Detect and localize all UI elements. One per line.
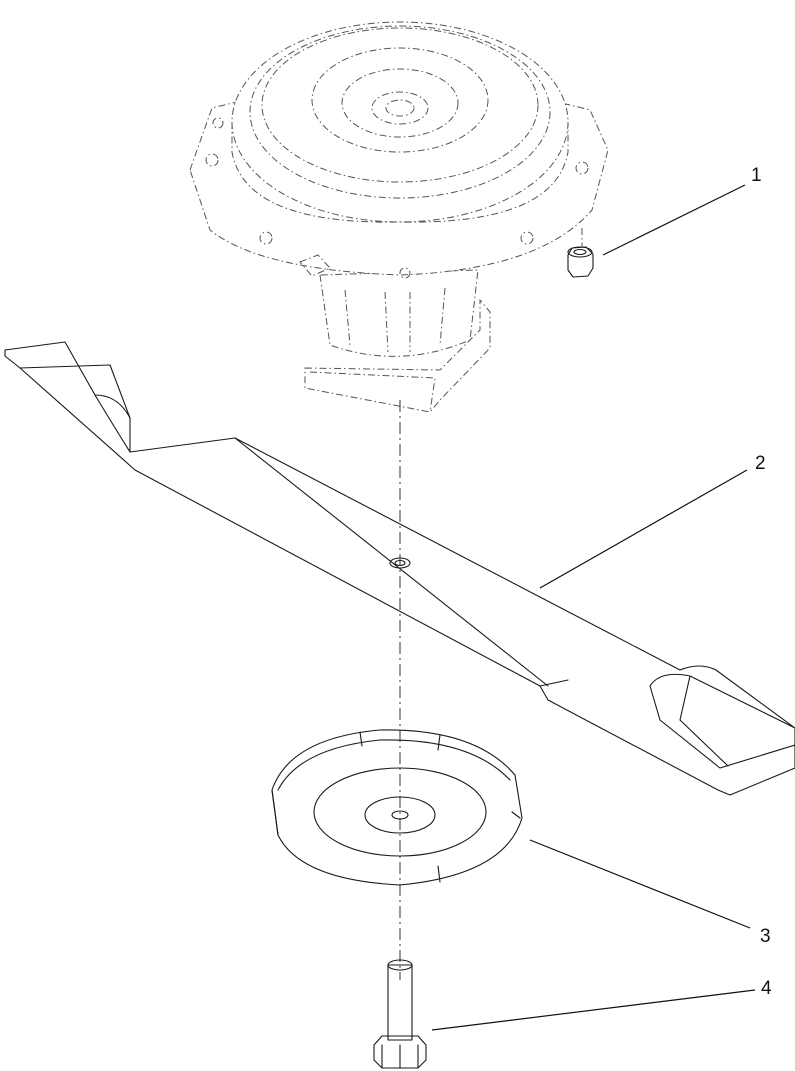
flange-nut bbox=[567, 228, 594, 278]
anti-scalp-cup bbox=[271, 729, 523, 886]
blade-bolt bbox=[373, 959, 427, 1069]
callout-3: 3 bbox=[760, 926, 771, 947]
callout-2: 2 bbox=[755, 453, 766, 474]
leader-line-3 bbox=[529, 839, 751, 929]
blade bbox=[4, 341, 795, 796]
callout-1: 1 bbox=[751, 165, 762, 186]
leader-line-4 bbox=[431, 989, 756, 1031]
spindle-pulley-assembly bbox=[189, 21, 609, 413]
leader-line-2 bbox=[539, 469, 748, 589]
callout-4: 4 bbox=[761, 978, 772, 999]
leader-line-1 bbox=[602, 184, 746, 256]
